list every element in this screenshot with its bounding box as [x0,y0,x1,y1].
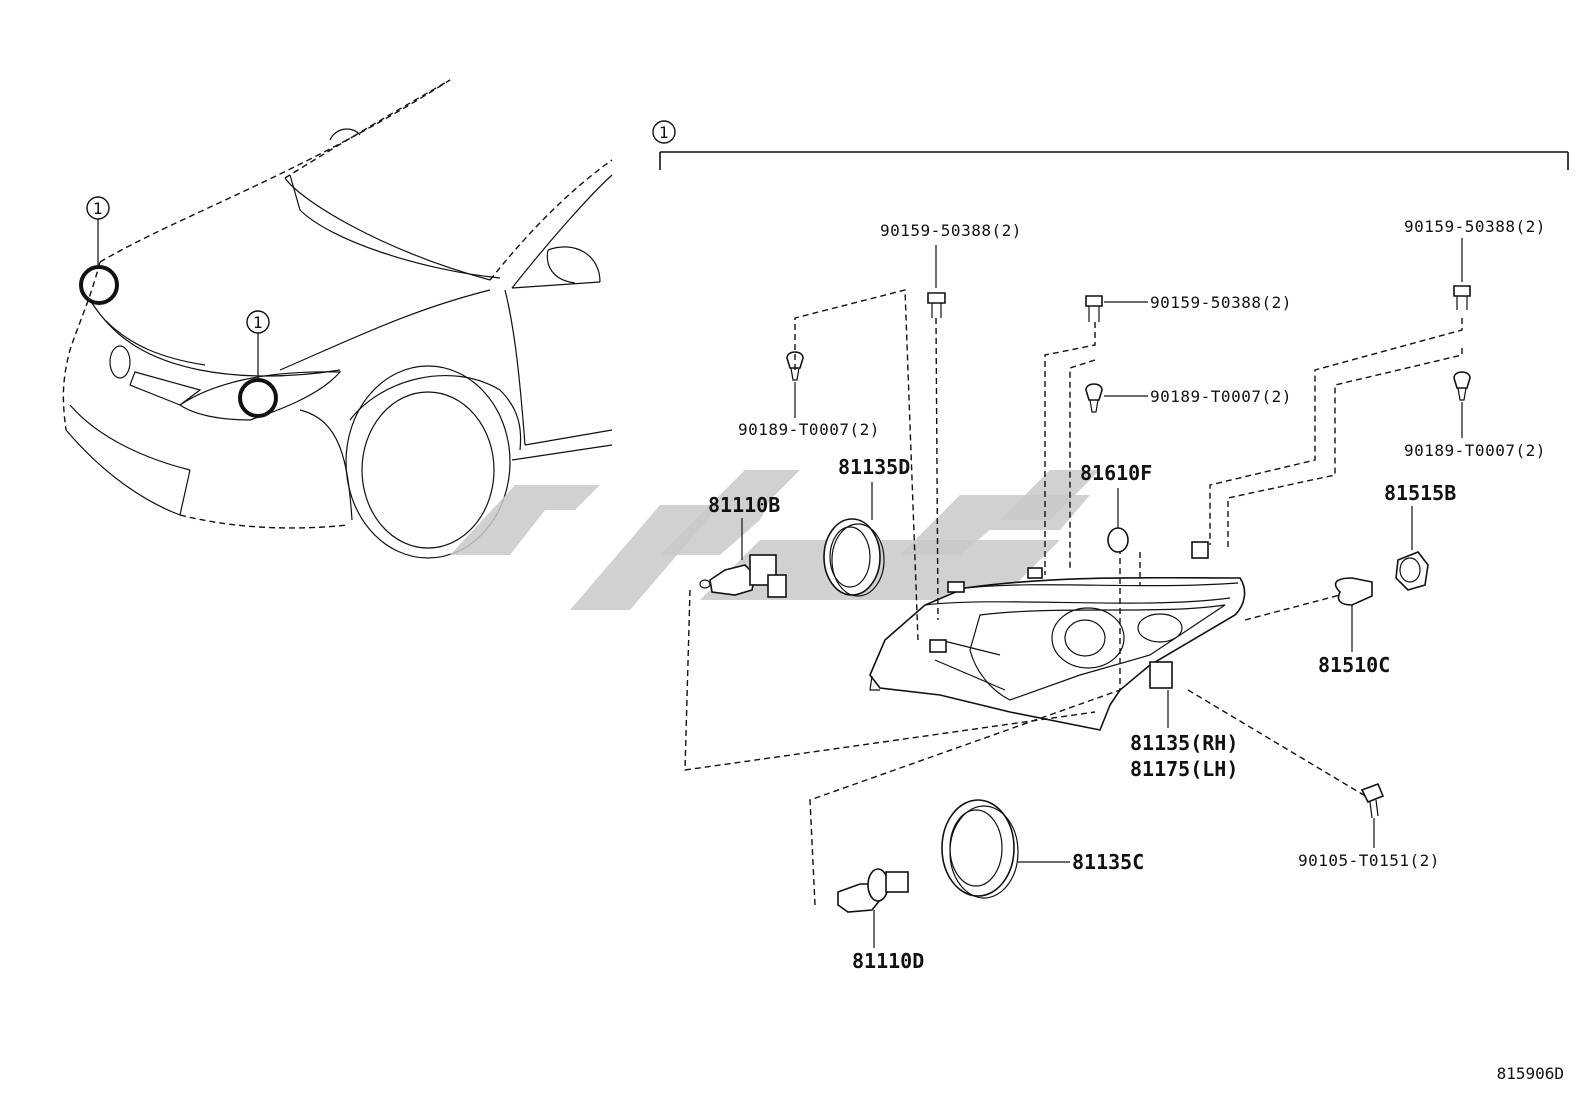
diagram-code: 815906D [1496,1064,1564,1083]
label-90159-b: 90159-50388(2) [1150,293,1292,312]
label-81510C: 81510C [1318,653,1390,677]
car-front-illustration [62,79,613,559]
label-90189-b: 90189-T0007(2) [1150,387,1292,406]
screw-90159-middle: 90159-50388(2) [1085,293,1292,322]
screw-90105: 90105-T0151(2) [1298,782,1440,870]
clip-90189-right: 90189-T0007(2) [1404,371,1546,460]
label-81515B: 81515B [1384,481,1456,505]
label-90159-c: 90159-50388(2) [1404,217,1546,236]
headlamp-label: 81135(RH) 81175(LH) [1130,690,1238,781]
label-81175-lh: 81175(LH) [1130,757,1238,781]
label-81135-rh: 81135(RH) [1130,731,1238,755]
label-90159-a: 90159-50388(2) [880,221,1022,240]
label-90189-c: 90189-T0007(2) [1404,441,1546,460]
label-81110D: 81110D [852,949,924,973]
part-81510C-bulb: 81510C [1318,577,1390,677]
callout-1-upper-text: 1 [93,199,103,218]
label-90105: 90105-T0151(2) [1298,851,1440,870]
dashed-leaders [684,289,1463,906]
callout-1-upper: 1 [79,196,119,305]
label-90189-a: 90189-T0007(2) [738,420,880,439]
part-81135D-seal: 81135D [823,455,910,597]
assembly-bracket: 1 [652,120,1569,170]
part-81110D-bulb: 81110D [837,868,924,973]
part-81135C-seal: 81135C [941,799,1144,899]
label-81110B: 81110B [708,493,780,517]
part-81515B-socket: 81515B [1384,481,1456,591]
clip-90189-left: 90189-T0007(2) [738,351,880,439]
headlamp-housing [869,541,1246,731]
screw-90159-right: 90159-50388(2) [1404,217,1546,310]
watermark-logo [450,470,1100,610]
label-81610F: 81610F [1080,461,1152,485]
clip-90189-middle: 90189-T0007(2) [1085,383,1292,413]
part-81610F-bulb: 81610F [1080,461,1152,553]
assembly-callout-text: 1 [659,123,669,142]
label-81135D: 81135D [838,455,910,479]
callout-1-lower: 1 [238,310,278,418]
callout-1-lower-text: 1 [253,313,263,332]
part-81110B-bulb: 81110B [699,493,787,598]
label-81135C: 81135C [1072,850,1144,874]
screw-90159-left: 90159-50388(2) [880,221,1022,318]
